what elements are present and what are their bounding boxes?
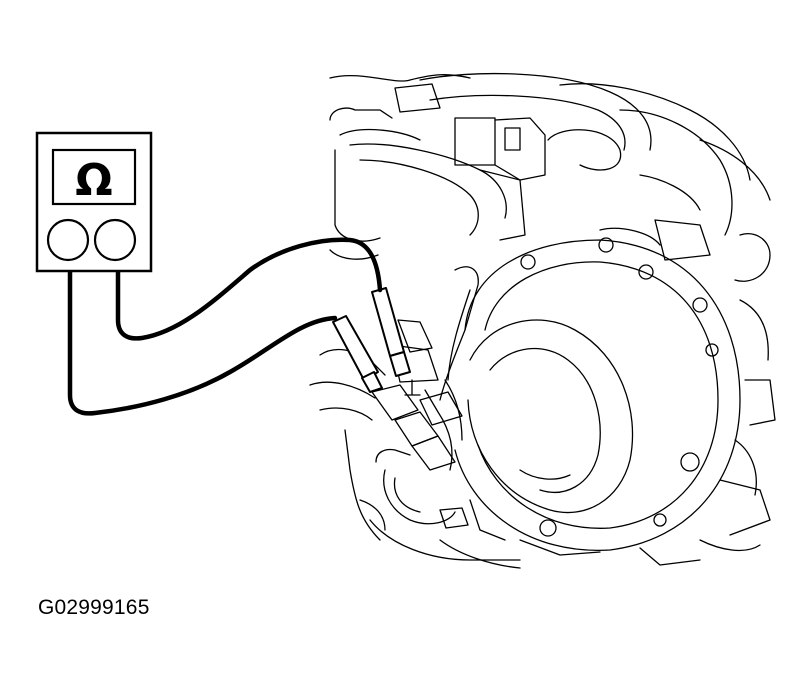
meter-lead-right (115, 237, 383, 341)
test-probe-left (332, 315, 383, 393)
test-probe-right (371, 287, 411, 377)
engine-assembly (329, 72, 776, 569)
meter-lead-left (67, 267, 338, 416)
ohmmeter: Ω (35, 131, 153, 273)
ohm-symbol-icon: Ω (75, 155, 112, 206)
ohmmeter-display (51, 148, 137, 206)
figure-code: G02999165 (38, 596, 150, 619)
sensor-connector (371, 319, 456, 471)
meter-jack-right (93, 218, 137, 262)
meter-jack-left (46, 218, 90, 262)
